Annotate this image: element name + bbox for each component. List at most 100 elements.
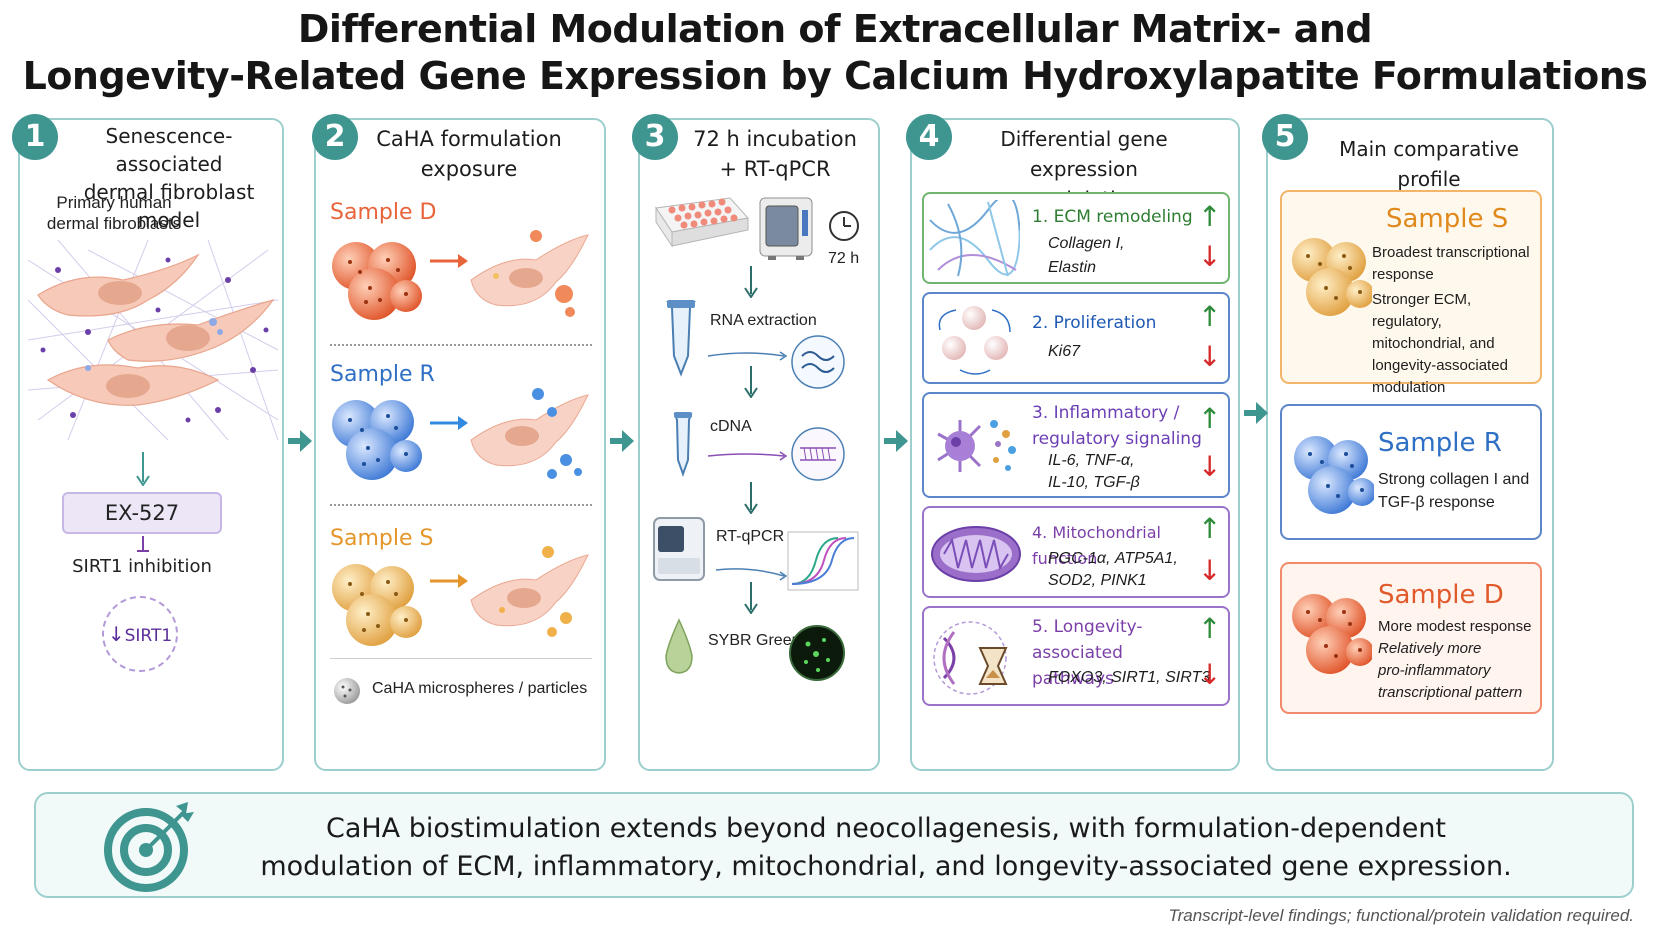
conclusion-text: CaHA biostimulation extends beyond neoco…: [206, 810, 1566, 886]
gene-card-mitochondrial-genes: PGC-1α, ATP5A1, SOD2, PINK1: [1048, 548, 1178, 592]
sample-s-microspheres-icon: [332, 564, 422, 646]
well-plate-icon: [655, 197, 749, 248]
up-arrow-icon: ↑: [1198, 300, 1222, 333]
gene-card-inflammatory-title-line1: 3. Inflammatory /: [1032, 403, 1180, 423]
sample-r-cell-icon: [470, 388, 589, 479]
result-sample-s-line: longevity-associated: [1372, 357, 1508, 374]
result-sample-s-line: Broadest transcriptional: [1372, 244, 1530, 261]
down-arrow-icon: [744, 266, 758, 298]
result-sample-s-line: response: [1372, 266, 1434, 283]
mitochondrion-icon: [931, 526, 1021, 582]
panel1-title-line1: Senescence-associated: [105, 124, 233, 176]
target-icon: [104, 802, 194, 892]
step-number-4: 4: [906, 114, 952, 160]
immune-cell-icon: [937, 420, 1016, 472]
conclusion-line-1: CaHA biostimulation extends beyond neoco…: [325, 813, 1447, 844]
footnote: Transcript-level findings; functional/pr…: [1168, 906, 1634, 925]
gene-card-mitochondrial: 4. Mitochondrial function PGC-1α, ATP5A1…: [922, 506, 1230, 598]
cdna-tube-icon: [673, 412, 693, 477]
sample-s-cell-icon: [470, 546, 589, 637]
ex527-box: EX-527: [62, 492, 222, 534]
gene-card-proliferation-genes: Ki67: [1048, 343, 1081, 360]
gene-card-longevity-title-line1: 5. Longevity-associated: [1032, 617, 1143, 663]
page-title: Differential Modulation of Extracellular…: [0, 6, 1670, 100]
up-arrow-icon: ↑: [1198, 512, 1222, 545]
fibroblast-label-line1: Primary human: [56, 193, 172, 212]
title-line-2: Longevity-Related Gene Expression by Cal…: [22, 54, 1648, 98]
panel2-title-line1: CaHA formulation: [376, 127, 562, 151]
panel3-title-line2: + RT-qPCR: [719, 157, 831, 181]
incubation-time-label: 72 h: [828, 250, 860, 267]
sirt1-badge-label: SIRT1: [124, 626, 173, 646]
dna-hourglass-icon: [933, 621, 1008, 695]
gene-card-longevity-title-line2: pathways: [1032, 669, 1114, 689]
microsphere-legend-icon: [334, 678, 360, 704]
conclusion-banner: CaHA biostimulation extends beyond neoco…: [34, 792, 1634, 898]
sirt1-badge: ↓SIRT1: [102, 596, 178, 672]
gene-card-inflammatory-genes: IL-6, TNF-α, IL-10, TGF-β: [1048, 450, 1140, 494]
fibroblast-cells-illustration: [28, 240, 279, 440]
result-card-sample-r: Sample R Strong collagen I and TGF-β res…: [1280, 404, 1542, 540]
gene-card-longevity-genes: FOXO3, SIRT1, SIRT3: [1048, 669, 1211, 686]
flow-arrow-icon: [610, 430, 634, 452]
rna-tube-icon: [666, 300, 696, 377]
gene-card-longevity: 5. Longevity-associated pathways FOXO3, …: [922, 606, 1230, 706]
sample-d-cell-icon: [470, 230, 589, 317]
divider: [330, 344, 592, 346]
panel2-title: CaHA formulation exposure: [360, 124, 578, 184]
down-arrow-icon: ↓: [1198, 340, 1222, 373]
down-arrow-icon: ↓: [1198, 450, 1222, 483]
sample-s-label: Sample S: [330, 526, 434, 551]
gene-card-inflammatory-genes-line2: IL-10, TGF-β: [1048, 474, 1140, 491]
ecm-fibers-icon: [929, 200, 1020, 277]
result-sample-r-text: Strong collagen I and TGF-β response: [1378, 468, 1529, 514]
result-sample-s-text: Broadest transcriptional response Strong…: [1372, 242, 1540, 399]
gene-card-inflammatory-title-line2: regulatory signaling: [1032, 429, 1202, 449]
step-cdna: cDNA: [710, 418, 752, 435]
gene-card-mitochondrial-title: 4. Mitochondrial function: [1032, 523, 1161, 568]
gene-card-longevity-title: 5. Longevity-associated pathways: [1032, 614, 1228, 692]
result-sample-d-line: More modest response: [1378, 618, 1532, 635]
step-number-5: 5: [1262, 114, 1308, 160]
result-sample-d-line: pro-inflammatory: [1378, 662, 1491, 679]
sample-d-microspheres-icon: [332, 242, 422, 320]
gene-card-proliferation: 2. Proliferation Ki67 ↑ ↓: [922, 292, 1230, 384]
divider: [330, 658, 592, 659]
divider: [330, 504, 592, 506]
step-number-3: 3: [632, 114, 678, 160]
gene-card-inflammatory: 3. Inflammatory / regulatory signaling I…: [922, 392, 1230, 498]
gene-card-ecm-genes: Collagen I, Elastin: [1048, 232, 1125, 280]
step-sybr-green: SYBR Green: [708, 632, 801, 649]
down-arrow-icon: [744, 582, 758, 614]
result-sample-r-line: Strong collagen I and: [1378, 471, 1530, 488]
fluorescence-well-icon: [789, 625, 845, 681]
result-sample-r-name: Sample R: [1378, 428, 1502, 458]
sample-r-label: Sample R: [330, 362, 435, 387]
panel1-title-line2: dermal fibroblast model: [83, 180, 255, 232]
inhibition-icon: [137, 536, 149, 552]
fibroblast-label: Primary human dermal fibroblasts: [34, 192, 194, 234]
gene-card-ecm: 1. ECM remodeling Collagen I, Elastin ↑ …: [922, 192, 1230, 284]
step-rt-qpcr: RT-qPCR: [716, 528, 785, 545]
flow-arrow-icon: [288, 430, 312, 452]
result-sample-d-text: More modest response Relatively more pro…: [1378, 616, 1531, 704]
step-number-2: 2: [312, 114, 358, 160]
result-sample-s-line: modulation: [1372, 379, 1446, 396]
sample-r-arrow-icon: [430, 416, 468, 430]
ex527-label: EX-527: [104, 501, 180, 525]
sample-d-microspheres-icon: [1292, 594, 1372, 674]
gene-card-inflammatory-genes-line1: IL-6, TNF-α,: [1048, 452, 1135, 469]
qpcr-machine-icon: [653, 517, 705, 581]
conclusion-line-2: modulation of ECM, inflammatory, mitocho…: [260, 851, 1512, 882]
result-sample-s-line: Stronger ECM, regulatory,: [1372, 291, 1472, 330]
result-card-sample-d: Sample D More modest response Relatively…: [1280, 562, 1542, 714]
gene-card-ecm-genes-line2: Elastin: [1048, 259, 1097, 276]
down-arrow-icon: [744, 482, 758, 514]
down-arrow-icon: ↓: [1198, 240, 1222, 273]
gene-card-inflammatory-title: 3. Inflammatory / regulatory signaling: [1032, 400, 1202, 452]
gene-card-mitochondrial-genes-line1: PGC-1α, ATP5A1,: [1048, 550, 1178, 567]
result-sample-d-line: Relatively more: [1378, 640, 1482, 657]
down-arrow-icon: ↓: [1198, 554, 1222, 587]
sample-r-microspheres-icon: [332, 400, 422, 480]
sample-d-arrow-icon: [430, 254, 468, 268]
